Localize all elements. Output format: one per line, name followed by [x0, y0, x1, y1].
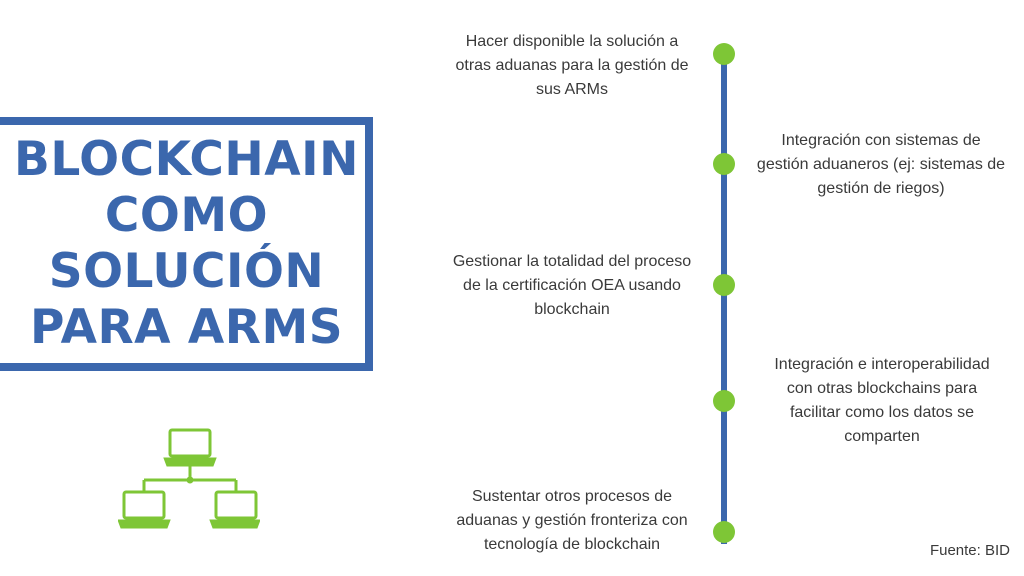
- timeline-item-4: Integración e interoperabilidad con otra…: [774, 356, 990, 445]
- title-line-4: PARA ARMS: [29, 300, 344, 355]
- title-line-1: BLOCKCHAIN: [14, 132, 359, 187]
- timeline-dot-4: [713, 390, 735, 412]
- timeline-item-5: Sustentar otros procesos de aduanas y ge…: [456, 488, 688, 553]
- timeline-dot-2: [713, 153, 735, 175]
- title-box: BLOCKCHAIN COMO SOLUCIÓN PARA ARMS: [0, 117, 373, 371]
- title-line-2: COMO: [104, 188, 269, 243]
- title-line-3: SOLUCIÓN: [48, 244, 325, 299]
- timeline-item-2: Integración con sistemas de gestión adua…: [756, 132, 1006, 197]
- timeline-dot-3: [713, 274, 735, 296]
- computer-network-icon: [118, 428, 260, 529]
- timeline-item-3: Gestionar la totalidad del proceso de la…: [452, 253, 692, 318]
- timeline-item-1: Hacer disponible la solución a otras adu…: [455, 33, 689, 98]
- source-note: Fuente: BID: [929, 542, 1010, 559]
- timeline-dot-5: [713, 521, 735, 543]
- timeline-dot-1: [713, 43, 735, 65]
- timeline-line: [721, 54, 727, 544]
